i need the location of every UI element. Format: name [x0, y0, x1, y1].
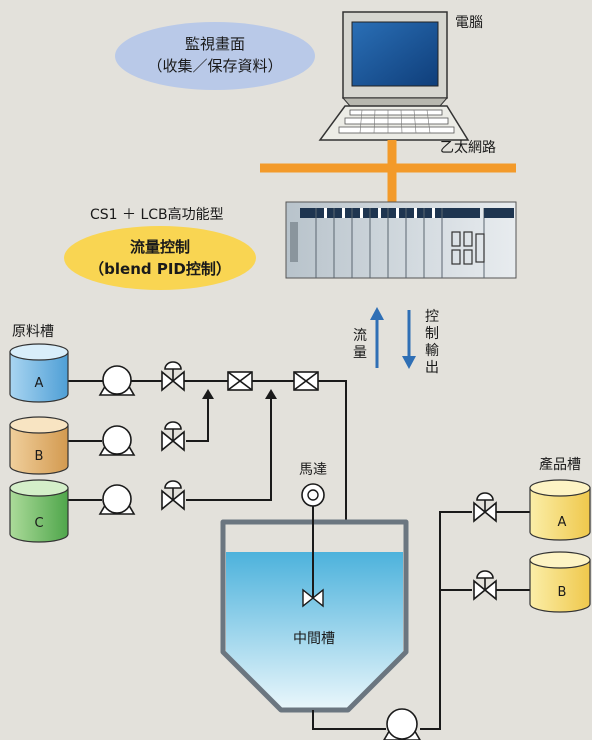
product-tanks-title: 產品槽 [539, 456, 581, 473]
ethernet-network [260, 140, 516, 202]
product-tank-b-label: B [558, 585, 567, 600]
monitor-bubble [115, 22, 315, 90]
motor-label: 馬達 [299, 462, 327, 478]
flow-meter-2-icon [293, 371, 319, 391]
outlet-pump-icon [383, 708, 421, 740]
agitator-icon [302, 506, 324, 608]
pump-a-icon [98, 365, 136, 396]
computer-icon [318, 11, 470, 141]
pump-b-icon [98, 425, 136, 456]
computer-label: 電腦 [455, 15, 483, 31]
control-title: 流量控制 [130, 238, 190, 256]
output-label-1: 控 [425, 309, 439, 325]
pump-c-icon [98, 484, 136, 515]
control-bubble [64, 226, 256, 290]
plc-label: CS1 ＋ LCB高功能型 [90, 206, 224, 223]
monitor-subtitle: （收集／保存資料） [147, 57, 282, 75]
control-valve-a-icon [161, 361, 185, 392]
flow-label-1: 流 [353, 328, 367, 344]
raw-tank-b: B [9, 416, 69, 475]
raw-material-piping [68, 380, 347, 522]
raw-tank-a-label: A [35, 376, 44, 391]
flow-meter-1-icon [227, 371, 253, 391]
raw-tanks-title: 原料槽 [12, 324, 54, 340]
control-valve-b-icon [161, 421, 185, 452]
product-tank-a: A [529, 479, 591, 541]
plc-controller [285, 201, 517, 279]
ethernet-label: 乙太網路 [440, 140, 496, 156]
raw-tank-c: C [9, 479, 69, 543]
control-subtitle: （blend PID控制） [89, 260, 231, 278]
output-label-2: 制 [425, 326, 439, 342]
merge-arrowheads [202, 389, 277, 399]
middle-tank-label: 中間槽 [293, 631, 335, 647]
product-tank-b: B [529, 551, 591, 613]
monitor-title: 監視畫面 [185, 35, 245, 53]
product-tank-a-label: A [558, 515, 567, 530]
control-valve-c-icon [161, 480, 185, 511]
output-label-4: 出 [425, 360, 439, 376]
flow-arrow-up [370, 307, 384, 368]
output-label-3: 輸 [425, 343, 439, 359]
flow-label-2: 量 [353, 345, 367, 361]
middle-tank [220, 519, 409, 713]
outlet-piping [312, 511, 530, 730]
raw-tank-b-label: B [35, 449, 44, 464]
raw-tank-c-label: C [34, 516, 43, 531]
monitor-callout: 監視畫面 （收集／保存資料） [115, 22, 315, 90]
output-arrow-down [402, 310, 416, 369]
raw-tank-a: A [9, 343, 69, 403]
product-valve-b-icon [473, 570, 497, 601]
motor-icon [301, 483, 325, 507]
control-callout: 流量控制 （blend PID控制） [64, 226, 256, 290]
product-valve-a-icon [473, 492, 497, 523]
